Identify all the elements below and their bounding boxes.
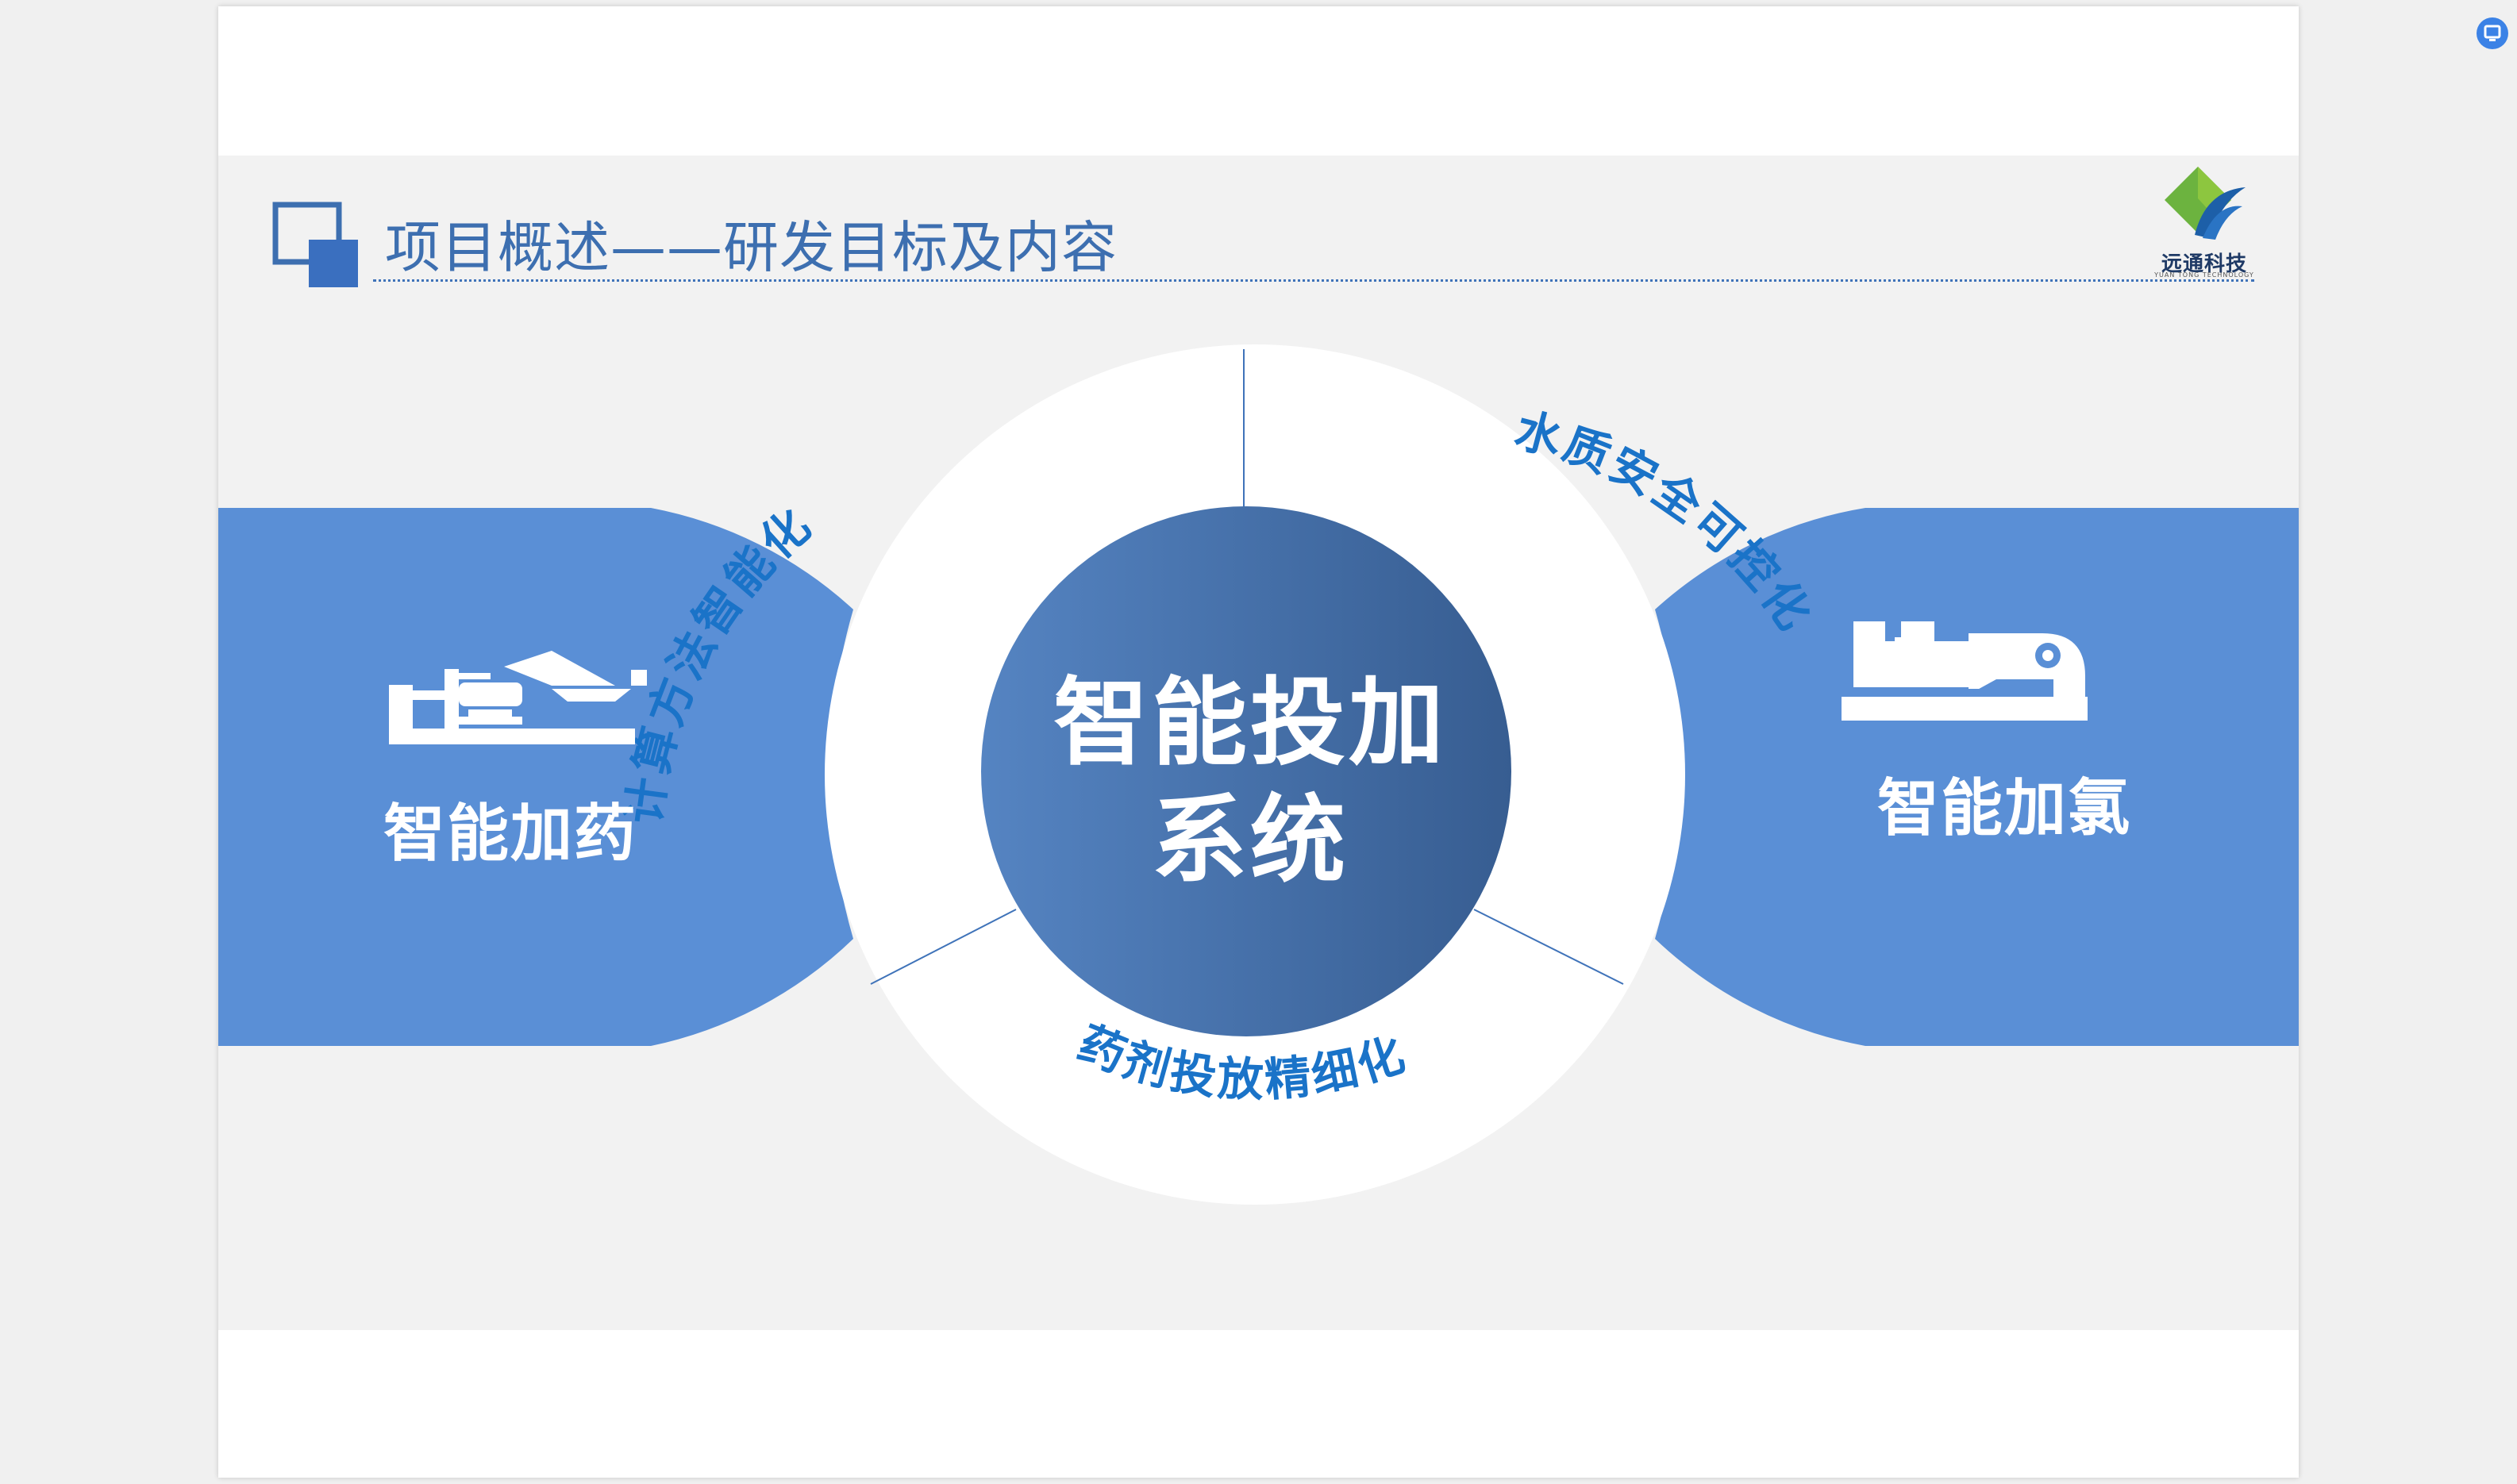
ring-divider-left — [870, 909, 1017, 985]
title-squares-icon — [272, 202, 358, 287]
title-divider — [373, 279, 2254, 282]
slide: 项目概述——研发目标及内容 远通科技 YUAN TONG TECHNOLOGY — [218, 6, 2299, 1478]
chlorinator-icon — [1842, 621, 2088, 721]
left-panel-label: 智能加药 — [383, 798, 638, 870]
slide-title: 项目概述——研发目标及内容 — [385, 215, 1118, 280]
left-panel — [218, 508, 853, 1046]
screen-share-icon[interactable] — [2477, 17, 2508, 49]
center-title: 智能投加 系统 — [1044, 665, 1457, 900]
center-circle — [981, 506, 1511, 1036]
system-diagram: 计算方法智能化 水质安全可控化 药剂投放精细化 — [218, 344, 2299, 1205]
right-panel-label: 智能加氯 — [1877, 773, 2132, 844]
company-logo: 远通科技 YUAN TONG TECHNOLOGY — [2149, 159, 2260, 286]
center-title-line1: 智能投加 — [1053, 668, 1447, 779]
logo-mark-icon — [2165, 167, 2246, 240]
right-panel — [1655, 508, 2299, 1046]
center-title-line2: 系统 — [1152, 786, 1349, 896]
dosing-machine-icon — [389, 651, 647, 744]
logo-name: 远通科技 — [2161, 252, 2247, 276]
logo-subtitle: YUAN TONG TECHNOLOGY — [2154, 271, 2254, 279]
ring-divider-right — [1473, 909, 1624, 985]
